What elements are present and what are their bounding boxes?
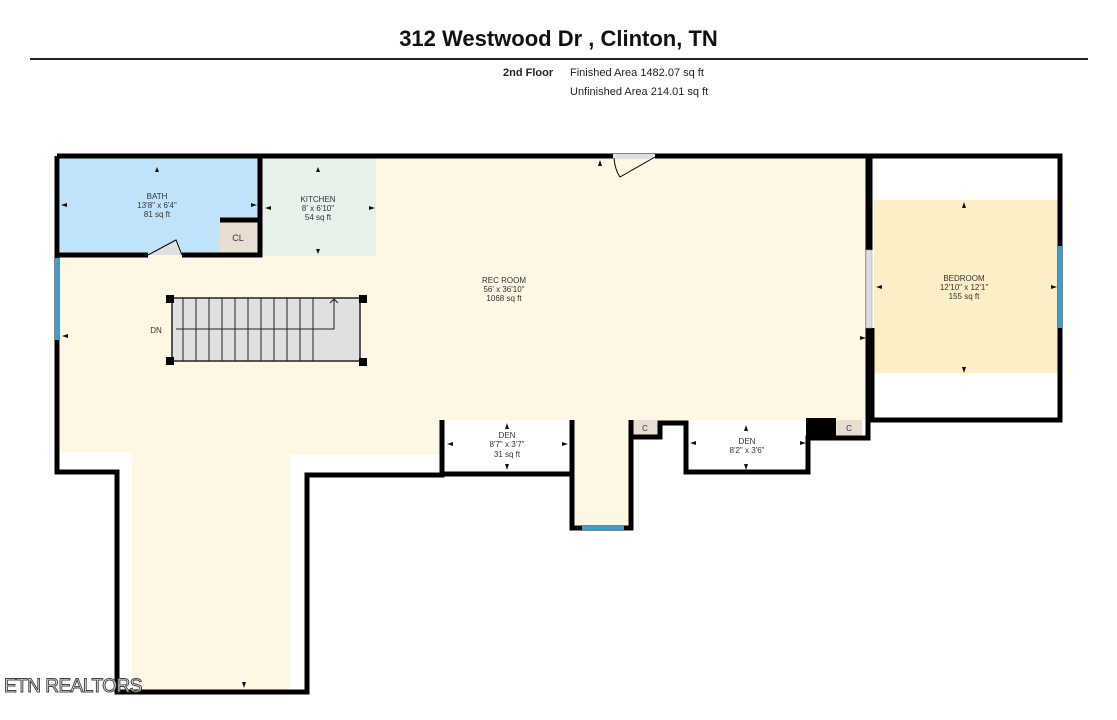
rec-room-name: REC ROOM: [482, 276, 526, 285]
rec-room-dims: 56' x 36'10": [483, 285, 524, 294]
bath-area: 81 sq ft: [144, 210, 171, 219]
bedroom-name: BEDROOM: [943, 274, 985, 283]
bath-dims: 13'8" x 6'4": [137, 201, 177, 210]
bedroom-inner-wall: [867, 156, 875, 420]
rec-room-fill: [60, 158, 866, 690]
bedroom-door: [865, 249, 873, 329]
den1-dims: 8'7" x 3'7": [490, 440, 525, 449]
window-left: [55, 258, 59, 340]
entry-door: [613, 154, 655, 177]
den2-name: DEN: [739, 437, 756, 446]
window-hall: [582, 526, 624, 530]
bath-closet-label: CL: [232, 233, 244, 243]
walls: [54, 153, 1063, 695]
bedroom-fill: [874, 200, 1058, 373]
den2-wall: [631, 420, 820, 475]
unfinished-area: Unfinished Area 214.01 sq ft: [570, 86, 709, 98]
kitchen-dims: 8' x 6'10": [302, 204, 334, 213]
closet-bath-fill: [220, 222, 258, 253]
finished-area: Finished Area 1482.07 sq ft: [570, 67, 704, 79]
closet2-label: C: [846, 424, 852, 433]
stairs-dn-label: DN: [150, 326, 162, 335]
closet2-fill: [836, 420, 862, 436]
entry-door-opening: [613, 154, 655, 159]
wall-block: [806, 418, 836, 438]
floor-label: 2nd Floor: [503, 67, 554, 79]
room-den2: DEN 8'2" x 3'6": [730, 437, 765, 455]
rec-room-area: 1068 sq ft: [486, 294, 522, 303]
kitchen-name: KITCHEN: [300, 195, 335, 204]
den1-name: DEN: [499, 431, 516, 440]
window-bedroom: [1058, 246, 1062, 328]
closet1-fill: [632, 420, 658, 436]
room-fills: [60, 158, 1058, 690]
bedroom-area: 155 sq ft: [949, 292, 980, 301]
bath-wall: [57, 156, 263, 258]
closet1-label: C: [642, 424, 648, 433]
den1-area: 31 sq ft: [494, 450, 521, 459]
bath-door: [147, 239, 183, 256]
kitchen-area: 54 sq ft: [305, 213, 332, 222]
den2-dims: 8'2" x 3'6": [730, 446, 765, 455]
windows: [55, 246, 1062, 530]
room-kitchen: KITCHEN 8' x 6'10" 54 sq ft: [300, 195, 335, 222]
kitchen-fill: [262, 158, 376, 256]
watermark-logo: ETN REALTORS: [4, 676, 143, 698]
bedroom-dims: 12'10" x 12'1": [940, 283, 988, 292]
outer-wall-left: [54, 156, 445, 695]
stair-treads: [176, 298, 339, 361]
doors: [147, 154, 873, 329]
title-divider: [30, 58, 1088, 60]
entry-door-swing: [613, 156, 656, 178]
room-bedroom: BEDROOM 12'10" x 12'1" 155 sq ft: [940, 274, 988, 301]
room-rec-room: REC ROOM 56' x 36'10" 1068 sq ft: [482, 276, 526, 303]
room-bath: BATH 13'8" x 6'4" 81 sq ft CL: [137, 192, 243, 243]
page-title: 312 Westwood Dr , Clinton, TN: [399, 26, 718, 51]
dimension-arrows: [61, 160, 1057, 688]
room-den1: DEN 8'7" x 3'7" 31 sq ft: [490, 431, 525, 459]
stairs: DN: [150, 295, 367, 366]
bath-name: BATH: [147, 192, 168, 201]
